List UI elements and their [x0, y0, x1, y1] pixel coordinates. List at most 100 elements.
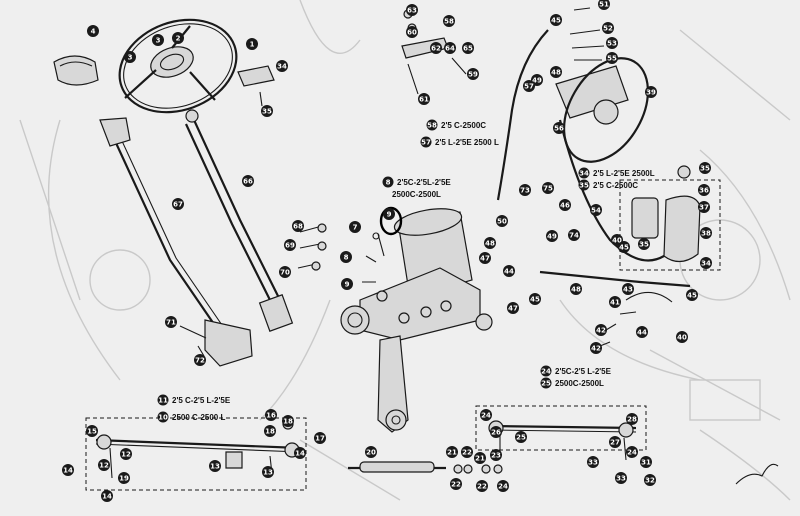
highlighted-part-marker: [379, 206, 403, 236]
part-callout: 48: [484, 237, 496, 249]
callout-circle: [497, 480, 509, 492]
callout-circle: [246, 38, 258, 50]
part-callout: 68: [292, 220, 304, 232]
part-callout: 42: [590, 342, 602, 354]
callout-circle: [598, 0, 610, 10]
part-callout: 20: [365, 446, 377, 458]
callout-circle: [587, 456, 599, 468]
part-callout: 26: [490, 426, 502, 438]
callout-circle: [430, 42, 442, 54]
callout-number: 12: [121, 451, 131, 459]
steering-gearbox: [340, 208, 493, 433]
callout-circle: [606, 52, 618, 64]
callout-number: 48: [485, 240, 495, 248]
note-badge-number: 24: [541, 368, 551, 376]
callout-number: 39: [646, 89, 656, 97]
callout-circle: [479, 252, 491, 264]
note-badge-circle: [540, 365, 552, 377]
callout-circle: [406, 26, 418, 38]
note-badge-number: 58: [427, 122, 437, 130]
callout-circle: [622, 283, 634, 295]
callout-circle: [480, 409, 492, 421]
part-callout: 21: [474, 452, 486, 464]
callout-circle: [349, 221, 361, 233]
callout-number: 21: [475, 455, 485, 463]
part-callout: 25: [515, 431, 527, 443]
part-callout: 67: [172, 198, 184, 210]
part-callout: 35: [638, 238, 650, 250]
callout-circle: [98, 459, 110, 471]
callout-circle: [86, 425, 98, 437]
callout-circle: [700, 257, 712, 269]
part-callout: 22: [476, 480, 488, 492]
callout-circle: [644, 474, 656, 486]
part-callout: 44: [503, 265, 515, 277]
part-callout: 16: [265, 409, 277, 421]
callout-number: 9: [387, 211, 392, 219]
callout-number: 22: [462, 449, 472, 457]
part-callout: 70: [279, 266, 291, 278]
callout-number: 35: [262, 108, 272, 116]
callout-circle: [542, 182, 554, 194]
note-badge-circle: [540, 377, 552, 389]
callout-number: 48: [571, 286, 581, 294]
callout-number: 64: [445, 45, 455, 53]
power-steering-pump: [496, 7, 691, 288]
callout-circle: [550, 66, 562, 78]
callout-circle: [529, 293, 541, 305]
part-callout: 65: [462, 42, 474, 54]
callout-number: 43: [623, 286, 633, 294]
callout-number: 59: [468, 71, 478, 79]
callout-circle: [461, 446, 473, 458]
callout-number: 51: [599, 1, 609, 9]
callout-number: 65: [463, 45, 473, 53]
callout-number: 38: [701, 230, 711, 238]
part-callout: 4: [87, 25, 99, 37]
part-callout: 72: [194, 354, 206, 366]
callout-circle: [446, 446, 458, 458]
callout-circle: [292, 220, 304, 232]
part-callout: 62: [430, 42, 442, 54]
note-badge-circle: [426, 119, 438, 131]
part-callout: 12: [120, 448, 132, 460]
part-callout: 48: [550, 66, 562, 78]
left-tie-rod-assembly: [85, 417, 307, 491]
callout-number: 68: [293, 223, 303, 231]
callout-circle: [609, 436, 621, 448]
callout-number: 1: [250, 41, 255, 49]
part-callout: 56: [553, 122, 565, 134]
callout-circle: [444, 42, 456, 54]
callout-number: 58: [444, 18, 454, 26]
callout-circle: [615, 472, 627, 484]
callout-number: 49: [547, 233, 557, 241]
part-callout: 45: [686, 289, 698, 301]
part-callout: 45: [618, 241, 630, 253]
callout-number: 62: [431, 45, 441, 53]
callout-number: 16: [266, 412, 276, 420]
part-callout: 34: [276, 60, 288, 72]
part-callout: 75: [542, 182, 554, 194]
callout-circle: [276, 60, 288, 72]
note-text: 2'5 L-2'5E 2500L: [593, 169, 655, 178]
callout-circle: [602, 22, 614, 34]
part-callout: 74: [568, 229, 580, 241]
part-callout: 41: [609, 296, 621, 308]
part-callout: 3: [124, 51, 136, 63]
part-callout: 71: [165, 316, 177, 328]
note-badge-number: 57: [421, 139, 431, 147]
callout-number: 60: [407, 29, 417, 37]
callout-number: 33: [616, 475, 626, 483]
callout-circle: [618, 241, 630, 253]
callout-number: 45: [551, 17, 561, 25]
part-callout: 73: [519, 184, 531, 196]
callout-circle: [294, 447, 306, 459]
steering-wheel: [118, 18, 238, 114]
callout-number: 24: [627, 449, 637, 457]
callout-number: 26: [491, 429, 501, 437]
callout-circle: [172, 32, 184, 44]
intermediate-shaft-part: [99, 117, 253, 367]
